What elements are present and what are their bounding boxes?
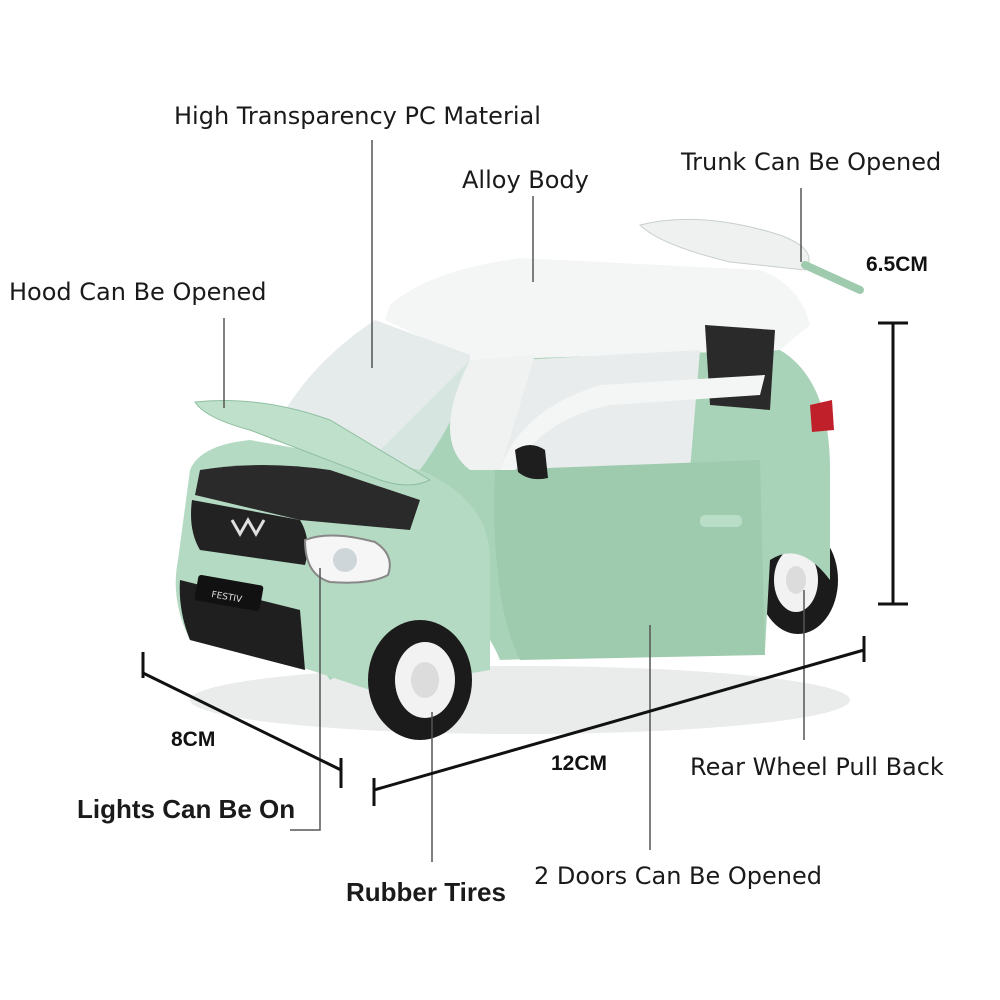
label-lights: Lights Can Be On [77, 794, 296, 824]
brand-logo [230, 516, 266, 538]
engine-bay [195, 465, 420, 530]
roof [385, 258, 810, 360]
front-black-panel [191, 500, 308, 565]
leader-lines [223, 140, 805, 862]
dimension-bars [141, 321, 908, 806]
label-doors: 2 Doors Can Be Opened [534, 862, 823, 890]
ground-shadow [190, 666, 850, 734]
label-trunk: Trunk Can Be Opened [681, 148, 942, 176]
door-handle [700, 515, 742, 527]
dimension-length: 12CM [551, 752, 608, 775]
side-mirror [515, 445, 548, 480]
width-bar [142, 671, 342, 772]
label-hood: Hood Can Be Opened [9, 278, 267, 306]
dimension-height: 6.5CM [866, 253, 928, 276]
length-bar [373, 648, 865, 792]
label-rear-wheel: Rear Wheel Pull Back [690, 753, 944, 781]
front-wheel [368, 620, 472, 740]
open-door [494, 460, 765, 660]
tail-light [810, 400, 834, 432]
leader-lights [290, 568, 321, 831]
label-pc-material: High Transparency PC Material [174, 102, 541, 130]
door-window-frame [500, 375, 765, 470]
label-alloy-body: Alloy Body [462, 166, 589, 194]
open-hood [194, 400, 432, 486]
label-tires: Rubber Tires [346, 877, 506, 907]
white-pillar [450, 355, 535, 470]
license-plate [194, 574, 264, 612]
side-window [500, 350, 700, 470]
headlight [303, 534, 391, 584]
trunk-strut [801, 261, 864, 294]
open-trunk [639, 218, 810, 271]
dimension-width: 8CM [171, 728, 216, 751]
